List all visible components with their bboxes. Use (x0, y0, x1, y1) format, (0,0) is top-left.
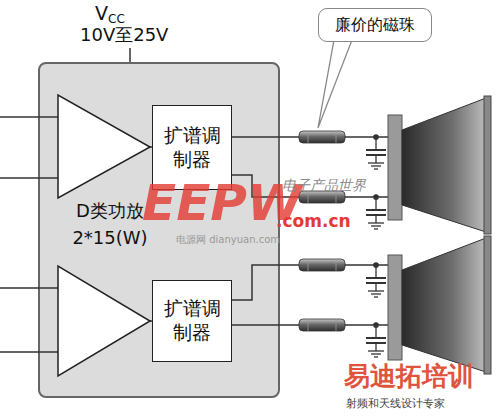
watermark: 电子产品世界 (282, 178, 366, 193)
watermark: .com.cn (276, 212, 351, 231)
watermark: 电源网 dianyuan.com (176, 234, 280, 245)
callout-bubble: 廉价的磁珠 (318, 8, 432, 42)
supply-name: V (95, 3, 108, 24)
box-label: 扩谱调制器 (157, 124, 227, 172)
modulator-box: 扩谱调制器 (152, 280, 232, 362)
watermark: 易迪拓培训 (344, 362, 474, 391)
box-label: 扩谱调制器 (157, 297, 227, 345)
callout-text: 廉价的磁珠 (335, 15, 415, 35)
watermark: 射频和天线设计专家 (346, 398, 445, 410)
supply-voltage: 10V至25V (80, 25, 168, 45)
